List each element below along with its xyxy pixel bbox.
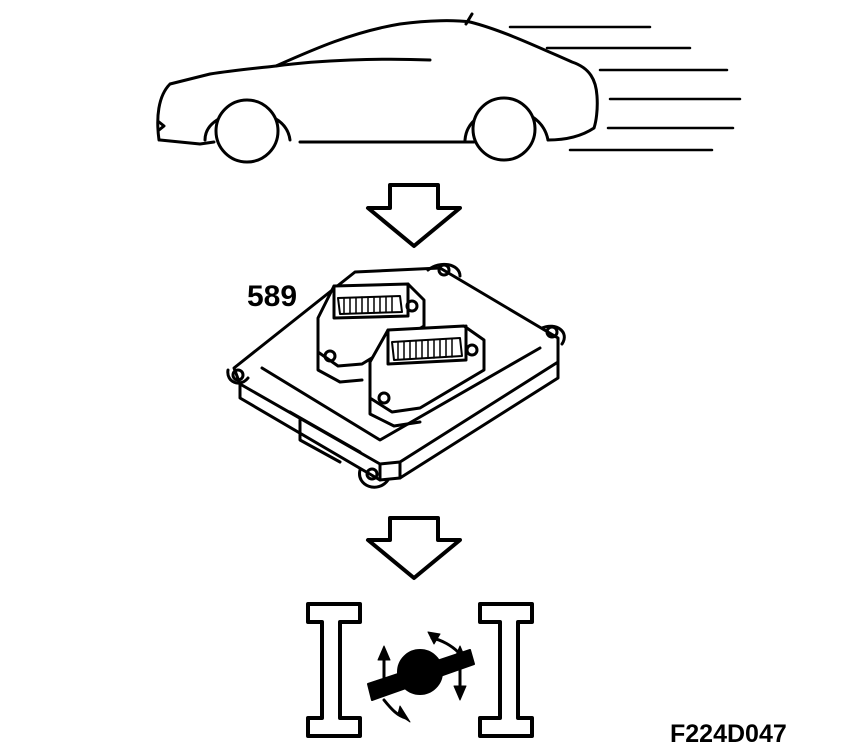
car-icon <box>156 12 599 164</box>
arrow-down-icon <box>366 183 462 248</box>
throttle-valve-icon <box>306 602 534 738</box>
figure-id-label: F224D047 <box>670 720 787 748</box>
speed-lines-icon <box>508 25 742 152</box>
control-module-icon <box>226 262 566 489</box>
part-number-label: 589 <box>247 280 298 313</box>
arrow-down-icon <box>366 516 462 580</box>
